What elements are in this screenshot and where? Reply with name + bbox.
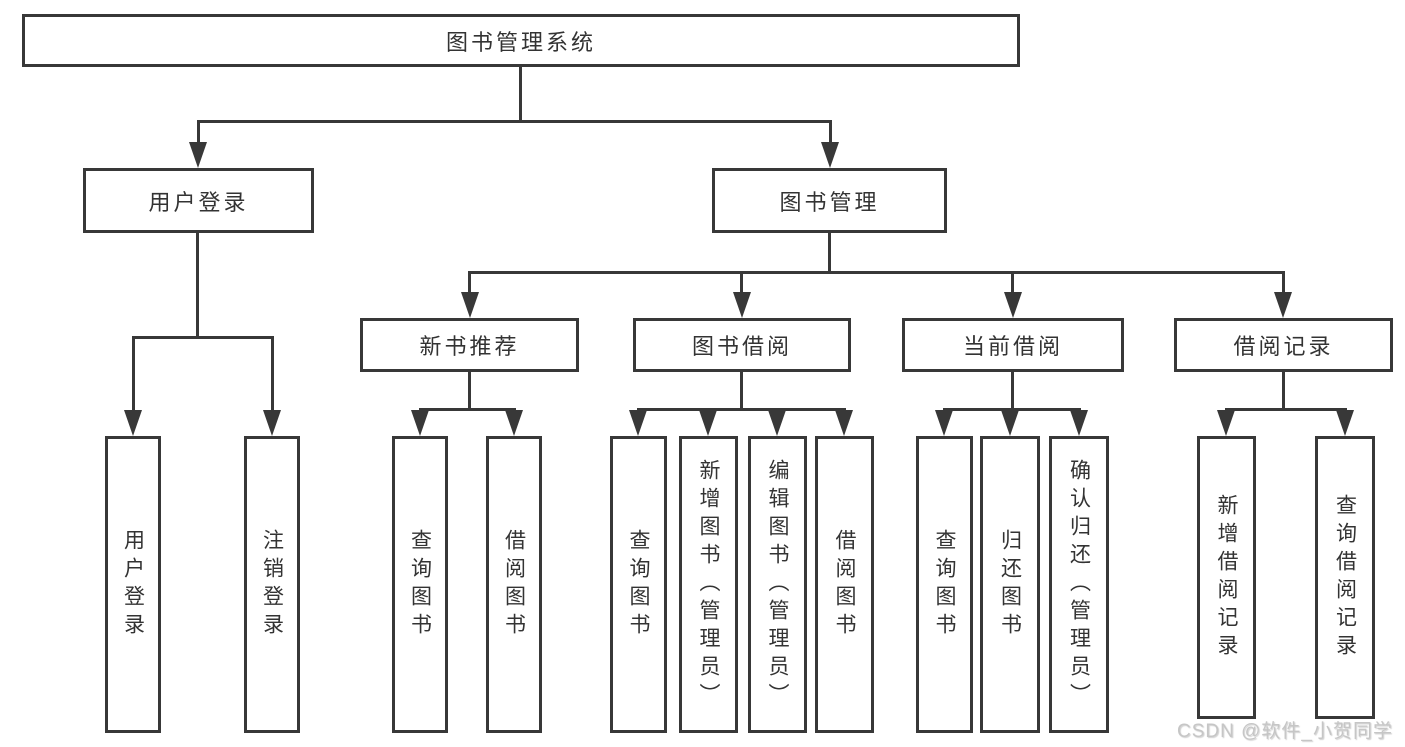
leaf-add-book-admin: 新增图书（管理员） — [679, 436, 738, 733]
arrowhead — [124, 410, 142, 436]
arrowhead — [189, 142, 207, 168]
leaf-query-book-2: 查询图书 — [610, 436, 667, 733]
arrowhead — [835, 410, 853, 436]
node-root: 图书管理系统 — [22, 14, 1020, 67]
connector-stub — [271, 336, 274, 414]
csdn-watermark: CSDN @软件_小贺同学 — [1177, 721, 1393, 742]
leaf-add-borrow-record: 新增借阅记录 — [1197, 436, 1256, 719]
arrowhead — [1274, 292, 1292, 318]
leaf-borrow-book-1: 借阅图书 — [486, 436, 542, 733]
leaf-confirm-return-admin: 确认归还（管理员） — [1049, 436, 1109, 733]
leaf-add-borrow-record-label: 新增借阅记录 — [1215, 493, 1238, 662]
leaf-edit-book-admin: 编辑图书（管理员） — [748, 436, 807, 733]
node-book-borrow: 图书借阅 — [633, 318, 851, 372]
arrowhead — [1336, 410, 1354, 436]
connector-records-horizontal — [1225, 408, 1347, 411]
connector-newbook-trunk — [468, 372, 471, 411]
connector-borrow-trunk — [740, 372, 743, 411]
leaf-query-book-1-label: 查询图书 — [408, 528, 432, 641]
leaf-query-book-3: 查询图书 — [916, 436, 973, 733]
node-root-label: 图书管理系统 — [445, 29, 596, 55]
leaf-user-login-label: 用户登录 — [121, 528, 145, 641]
leaf-user-login: 用户登录 — [105, 436, 161, 733]
connector-root-horizontal — [197, 120, 831, 123]
arrowhead — [1001, 410, 1019, 436]
leaf-query-book-3-label: 查询图书 — [933, 528, 956, 641]
connector-records-trunk — [1282, 372, 1285, 411]
connector-current-horizontal — [943, 408, 1081, 411]
arrowhead — [411, 410, 429, 436]
arrowhead — [935, 410, 953, 436]
node-new-book-recommend: 新书推荐 — [360, 318, 579, 372]
leaf-borrow-book-2-label: 借阅图书 — [833, 528, 856, 641]
node-new-book-recommend-label: 新书推荐 — [419, 334, 520, 359]
connector-stub — [1282, 271, 1285, 296]
connector-stub — [740, 271, 743, 296]
connector-current-trunk — [1011, 372, 1014, 411]
connector-root-trunk — [519, 67, 522, 122]
arrowhead — [768, 410, 786, 436]
connector-stub — [197, 120, 200, 146]
arrowhead — [1217, 410, 1235, 436]
leaf-add-book-admin-label: 新增图书（管理员） — [697, 458, 720, 711]
leaf-confirm-return-admin-label: 确认归还（管理员） — [1067, 458, 1091, 711]
leaf-query-book-2-label: 查询图书 — [627, 528, 650, 641]
arrowhead — [505, 410, 523, 436]
connector-user-login-horizontal — [132, 336, 274, 339]
node-current-borrow: 当前借阅 — [902, 318, 1124, 372]
leaf-logout-label: 注销登录 — [260, 528, 284, 641]
leaf-borrow-book-2: 借阅图书 — [815, 436, 874, 733]
node-book-management: 图书管理 — [712, 168, 947, 233]
connector-stub — [1011, 271, 1014, 296]
leaf-edit-book-admin-label: 编辑图书（管理员） — [766, 458, 789, 711]
arrowhead — [263, 410, 281, 436]
arrowhead — [699, 410, 717, 436]
arrowhead — [461, 292, 479, 318]
leaf-query-borrow-record-label: 查询借阅记录 — [1333, 493, 1357, 662]
connector-book-mgmt-trunk — [828, 233, 831, 274]
node-borrow-records-label: 借阅记录 — [1233, 334, 1334, 359]
connector-stub — [468, 271, 471, 296]
node-current-borrow-label: 当前借阅 — [962, 334, 1063, 359]
node-book-management-label: 图书管理 — [779, 189, 880, 215]
connector-newbook-horizontal — [419, 408, 516, 411]
arrowhead — [1070, 410, 1088, 436]
connector-borrow-horizontal — [637, 408, 846, 411]
connector-user-login-trunk — [196, 233, 199, 339]
leaf-query-borrow-record: 查询借阅记录 — [1315, 436, 1375, 719]
arrowhead — [733, 292, 751, 318]
node-book-borrow-label: 图书借阅 — [691, 334, 792, 359]
leaf-borrow-book-1-label: 借阅图书 — [502, 528, 526, 641]
node-user-login-label: 用户登录 — [148, 189, 249, 215]
node-borrow-records: 借阅记录 — [1174, 318, 1393, 372]
arrowhead — [1004, 292, 1022, 318]
leaf-return-book: 归还图书 — [980, 436, 1040, 733]
leaf-logout: 注销登录 — [244, 436, 300, 733]
connector-book-mgmt-horizontal — [468, 271, 1285, 274]
leaf-query-book-1: 查询图书 — [392, 436, 448, 733]
connector-stub — [829, 120, 832, 146]
connector-stub — [132, 336, 135, 414]
arrowhead — [629, 410, 647, 436]
leaf-return-book-label: 归还图书 — [998, 528, 1022, 641]
arrowhead — [821, 142, 839, 168]
node-user-login: 用户登录 — [83, 168, 314, 233]
